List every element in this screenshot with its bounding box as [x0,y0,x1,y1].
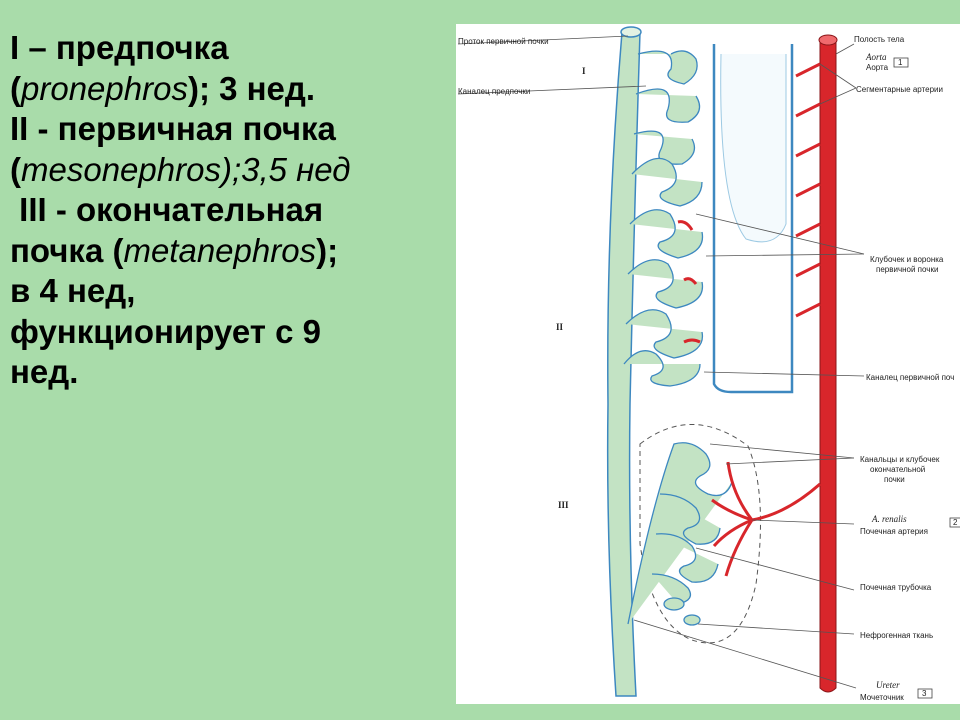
stage-mark-2: II [556,322,564,332]
label-tubules-glomeruli-1: Канальцы и клубочек [860,455,940,464]
text-line-5: III - окончательная [10,191,324,228]
label-segmental-arteries: Сегментарные артерии [856,85,943,94]
label-glomerulus-funnel-2: первичной почки [876,265,938,274]
label-renal-tubule: Почечная трубочка [860,583,932,592]
label-ureter-lat: Ureter [876,680,900,690]
text-line-1: I – предпочка [10,29,229,66]
text-line-9: нед. [10,353,79,390]
label-tubules-glomeruli-2: окончательной [870,465,925,474]
kidney-development-illustration: I II III Проток первичной почки Каналец … [456,24,960,704]
segmental-arteries [677,62,821,344]
text-line-7: в 4 нед, [10,272,136,309]
label-glomerulus-funnel-1: Клубочек и воронка [870,255,944,264]
label-pronephric-tubule: Каналец предпочки [458,87,530,96]
text-line-6: почка (metanephros); [10,231,339,269]
renal-artery-branches [711,461,821,577]
slide-text: I – предпочка (pronephros); 3 нед. II - … [10,28,450,393]
text-line-2: (pronephros); 3 нед. [10,69,316,107]
stage-mark-1: I [582,66,586,76]
mesonephric-duct [606,31,641,697]
label-ureter: Мочеточник [860,693,904,702]
callout-box-1 [893,57,909,68]
callout-3: 3 [922,689,927,698]
label-aorta-lat: Aorta [865,52,887,62]
leader-lines [457,35,865,689]
body-cavity-wall [712,44,794,394]
nephrogenic-tissue-outline [639,424,761,644]
duct-opening [620,26,642,38]
callout-2: 2 [953,518,958,527]
pronephros-tubules [633,50,701,165]
label-tubules-glomeruli-3: почки [884,475,905,484]
label-nephrogenic-tissue: Нефрогенная ткань [860,631,933,640]
text-line-8: функционирует с 9 [10,312,321,350]
callout-box-2 [949,517,960,528]
label-mesonephric-tubule: Каналец первичной поч [866,373,954,382]
callout-1: 1 [898,58,903,67]
aorta-vessel [819,39,837,693]
illustration-svg: I II III Проток первичной почки Каналец … [457,26,960,702]
label-aorta: Аорта [866,63,889,72]
stage-mark-3: III [558,500,569,510]
text-line-3: II - первичная почка [10,110,336,147]
body-cavity [720,53,787,243]
mesonephros-tubules [623,157,704,387]
metanephros-tubules [627,442,733,626]
label-renal-artery-lat: A. renalis [871,514,907,524]
callout-box-3 [917,688,933,699]
label-pronephric-duct: Проток первичной почки [458,37,549,46]
label-body-cavity: Полость тела [854,35,905,44]
label-renal-artery: Почечная артерия [860,527,928,536]
text-line-4: (mesonephros);3,5 нед [10,150,351,188]
aorta-opening [818,34,838,46]
